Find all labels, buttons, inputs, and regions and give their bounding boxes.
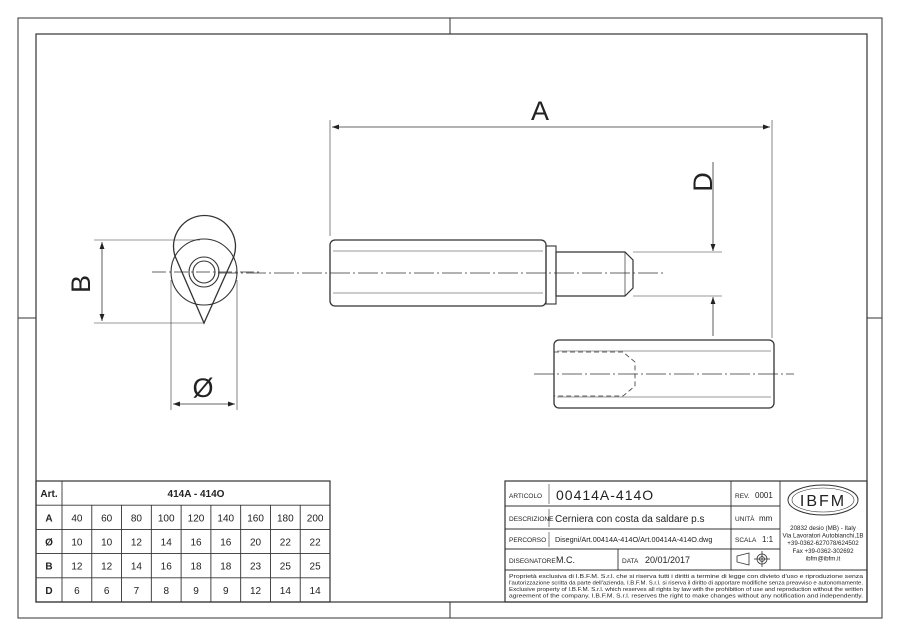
table-header-art: Art. xyxy=(40,489,57,500)
table-cell: 14 xyxy=(161,538,173,549)
end-view-outline xyxy=(172,214,237,325)
table-cell: 25 xyxy=(310,562,322,573)
table-cell: 10 xyxy=(71,538,83,549)
table-cell: 20 xyxy=(250,538,262,549)
table-cell: 23 xyxy=(250,562,262,573)
table-cell: 12 xyxy=(131,538,143,549)
table-cell: 6 xyxy=(74,586,80,597)
dimension-d-label: D xyxy=(688,172,718,192)
table-cell: 22 xyxy=(310,538,322,549)
rev-value: 0001 xyxy=(755,491,773,500)
projection-symbol-icon xyxy=(736,551,770,567)
table-cell: 120 xyxy=(188,513,205,524)
percorso-label: PERCORSO xyxy=(509,537,546,544)
table-cell: 18 xyxy=(220,562,232,573)
dimension-diameter-label: Ø xyxy=(192,373,213,403)
disclaimer-line: Proprietà esclusiva di I.B.F.M. S.r.l. c… xyxy=(509,574,863,580)
hinge-end-view xyxy=(94,214,260,410)
table-cell: 7 xyxy=(134,586,140,597)
company-logo: IBFM xyxy=(800,493,846,510)
table-cell: 160 xyxy=(247,513,264,524)
table-cell: 80 xyxy=(131,513,143,524)
articolo-label: ARTICOLO xyxy=(509,493,542,500)
table-cell: 16 xyxy=(220,538,232,549)
table-cell: 12 xyxy=(250,586,262,597)
table-cell: 9 xyxy=(193,586,199,597)
side-view-collar xyxy=(545,245,557,305)
table-cell: 16 xyxy=(190,538,202,549)
table-cell: 18 xyxy=(190,562,202,573)
table-row-label: Ø xyxy=(45,538,53,549)
table-row-label: B xyxy=(45,562,52,573)
company-address-line: Via Lavoratori Autobianchi,1B xyxy=(782,533,863,540)
table-cell: 14 xyxy=(131,562,143,573)
table-cell: 40 xyxy=(71,513,83,524)
descrizione-label: DESCRIZIONE xyxy=(509,516,554,523)
disclaimer-line: l'autorizzazione scritta da parte dell'a… xyxy=(509,581,863,587)
hinge-side-view xyxy=(218,120,773,338)
rev-label: REV. xyxy=(735,493,750,500)
company-address-line: +39-0362-627078/624502 xyxy=(787,540,859,547)
dimension-a-label: A xyxy=(531,96,549,126)
data-label: DATA xyxy=(622,558,639,565)
side-view-pin xyxy=(555,251,634,297)
title-block xyxy=(504,480,868,603)
table-row-label: D xyxy=(45,586,52,597)
disegnatore-value: M.C. xyxy=(556,555,575,565)
table-cell: 6 xyxy=(104,586,110,597)
table-cell: 8 xyxy=(163,586,169,597)
disclaimer: Proprietà esclusiva di I.B.F.M. S.r.l. c… xyxy=(509,574,863,600)
unita-label: UNITÀ xyxy=(735,514,755,523)
table-cell: 180 xyxy=(277,513,294,524)
disclaimer-line: agreement of the company. I.B.F.M. S.r.l… xyxy=(509,594,863,600)
table-row-label: A xyxy=(45,513,52,524)
disclaimer-line: Exclusive property of I.B.F.M. S.r.l. wh… xyxy=(509,587,863,593)
percorso-value: Disegni/Art.00414A-414O/Art.00414A-414O.… xyxy=(555,535,712,544)
table-cell: 9 xyxy=(223,586,229,597)
articolo-value: 00414A-414O xyxy=(556,487,654,503)
table-cell: 12 xyxy=(71,562,83,573)
descrizione-value: Cerniera con costa da saldare p.s xyxy=(555,514,705,525)
table-cell: 100 xyxy=(158,513,175,524)
table-cell: 10 xyxy=(101,538,113,549)
unita-value: mm xyxy=(759,514,773,523)
size-table: Art. 414A - 414O A 40 60 80 100 120 140 160 180 200… xyxy=(35,480,331,603)
table-cell: 14 xyxy=(280,586,292,597)
company-address-line: ibfm@ibfm.it xyxy=(806,555,841,562)
disegnatore-label: DISEGNATORE xyxy=(509,558,556,565)
table-cell: 60 xyxy=(101,513,113,524)
scala-label: SCALA xyxy=(735,537,757,544)
table-cell: 14 xyxy=(310,586,322,597)
table-header-code: 414A - 414O xyxy=(168,489,225,500)
table-cell: 140 xyxy=(217,513,234,524)
hinge-section-view xyxy=(534,339,794,409)
table-cell: 16 xyxy=(161,562,173,573)
company-address-line: 20832 desio (MB) - Italy xyxy=(790,525,857,532)
logo-oval xyxy=(787,484,859,516)
dimension-b-label: B xyxy=(66,275,96,293)
company-address-line: Fax +39-0362-302692 xyxy=(792,548,854,555)
table-cell: 22 xyxy=(280,538,292,549)
sheet-frame xyxy=(17,17,883,619)
data-value: 20/01/2017 xyxy=(645,555,690,565)
scala-value: 1:1 xyxy=(762,535,774,544)
table-cell: 25 xyxy=(280,562,292,573)
table-cell: 12 xyxy=(101,562,113,573)
table-cell: 200 xyxy=(307,513,324,524)
